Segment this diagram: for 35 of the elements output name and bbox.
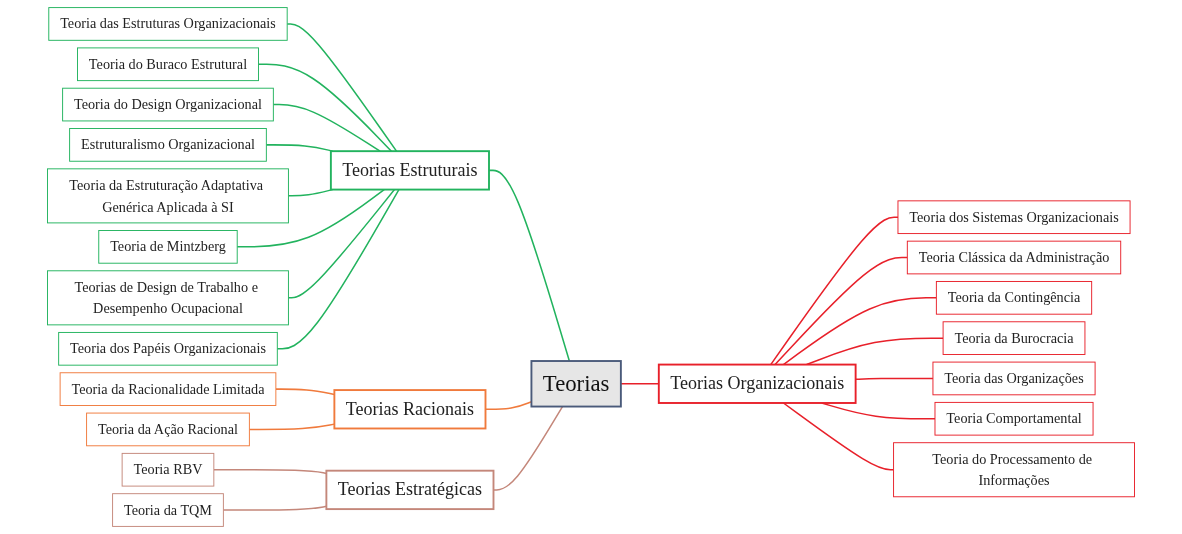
node-box: Teoria do Design Organizacional bbox=[62, 87, 274, 122]
connector bbox=[276, 188, 400, 350]
node-box: Teorias Estratégicas bbox=[325, 469, 495, 511]
node-box: Teoria da Burocracia bbox=[942, 321, 1086, 355]
node-box: Teorias Racionais bbox=[333, 389, 487, 430]
node-box: Teoria da TQM bbox=[112, 493, 224, 527]
node-box: Teorias Organizacionais bbox=[657, 363, 857, 404]
node-box: Teoria das Estruturas Organizacionais bbox=[48, 7, 288, 41]
node-box: Teoria da Estruturação Adaptativa Genérica Aplicada à SI bbox=[47, 168, 289, 224]
node-box: Teoria da Ação Racional bbox=[86, 412, 250, 447]
node-box: Teorias bbox=[530, 360, 622, 408]
node-box: Teoria RBV bbox=[121, 452, 215, 487]
node-box: Teoria dos Papéis Organizacionais bbox=[58, 331, 278, 366]
connector bbox=[257, 63, 393, 152]
connector bbox=[287, 188, 396, 299]
node-box: Teorias de Design de Trabalho e Desempenho Ocupacional bbox=[47, 270, 289, 326]
node-box: Teoria dos Sistemas Organizacionais bbox=[897, 200, 1131, 235]
node-box: Teorias Estruturais bbox=[329, 150, 490, 191]
node-box: Teoria do Processamento de Informações bbox=[893, 442, 1135, 498]
connector bbox=[782, 297, 938, 366]
node-box: Teoria das Organizações bbox=[932, 361, 1096, 396]
connector bbox=[805, 337, 944, 366]
connector bbox=[782, 402, 895, 471]
node-box: Teoria Comportamental bbox=[934, 401, 1094, 436]
node-box: Estruturalismo Organizacional bbox=[69, 128, 267, 162]
node-box: Teoria do Buraco Estrutural bbox=[77, 47, 259, 82]
connector bbox=[272, 103, 381, 152]
connector bbox=[774, 256, 909, 366]
connector bbox=[236, 188, 385, 248]
node-box: Teoria da Racionalidade Limitada bbox=[59, 372, 277, 406]
connector bbox=[286, 23, 398, 152]
node-box: Teoria de Mintzberg bbox=[98, 230, 238, 264]
node-box: Teoria Clássica da Administração bbox=[906, 240, 1122, 275]
node-box: Teoria da Contingência bbox=[935, 281, 1093, 315]
connector bbox=[770, 216, 899, 366]
